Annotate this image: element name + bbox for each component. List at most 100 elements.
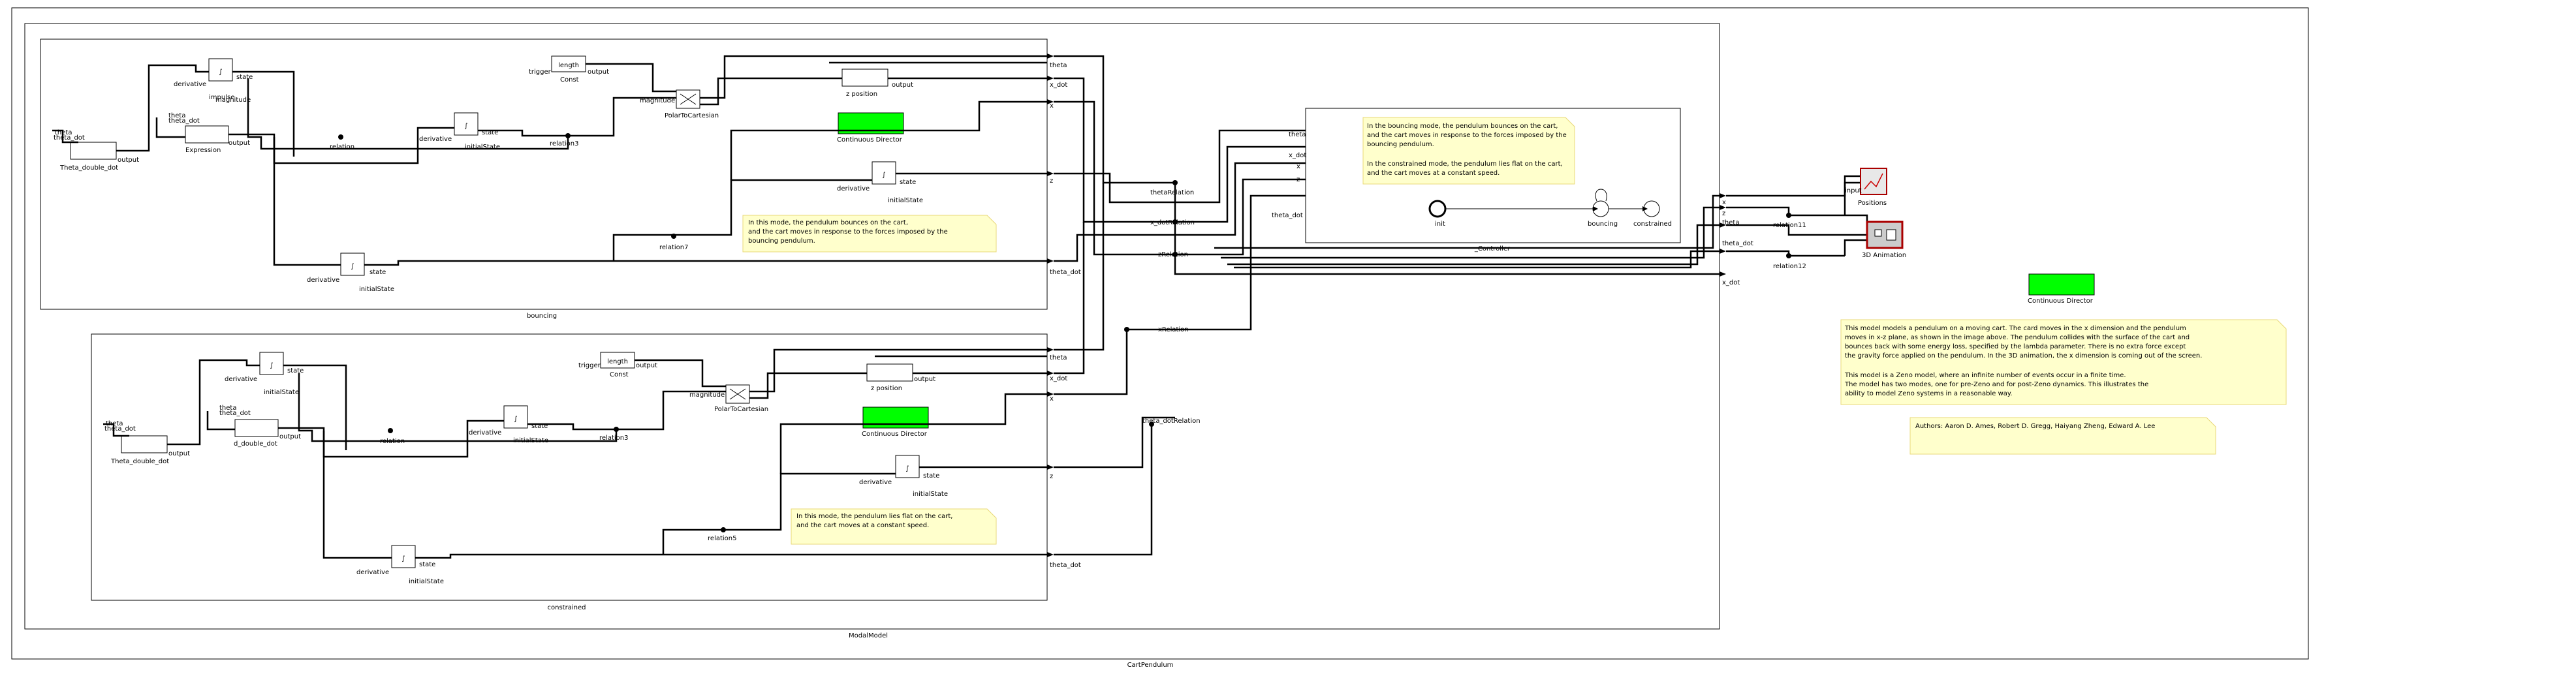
expression-actor[interactable]: [185, 125, 229, 144]
relation-dot: [1172, 180, 1178, 185]
positions-plotter-icon[interactable]: [1860, 168, 1887, 195]
initial-state-label: initialState: [359, 286, 394, 293]
init-state[interactable]: [1428, 200, 1447, 218]
constrained-refinement[interactable]: constrained theta theta_dot output Theta…: [91, 333, 1081, 611]
modal-model-frame: [24, 23, 1720, 630]
wire: [1054, 328, 1175, 395]
bouncing-output-theta-dot: theta_dot: [1050, 269, 1081, 276]
wire: [1054, 222, 1085, 375]
constrained-note-line-2: and the cart moves at a constant speed.: [796, 522, 929, 529]
wire: [1054, 100, 1175, 256]
controller-port-theta: theta: [1289, 131, 1306, 138]
const-output-label: output: [588, 69, 609, 76]
z-position-output-label: output: [892, 82, 913, 89]
z-position-label: z position: [871, 385, 902, 392]
wire: [1234, 250, 1723, 269]
relation-dot: [671, 234, 676, 239]
relation-dot: [1172, 219, 1178, 224]
output-port: [1047, 347, 1054, 352]
wire: [1726, 250, 1845, 257]
initial-state-label: initialState: [409, 578, 444, 585]
top-continuous-director-icon[interactable]: [2028, 273, 2095, 296]
polar-to-cartesian-label: PolarToCartesian: [665, 112, 719, 119]
initial-state-label: initialState: [913, 491, 948, 498]
description-line-2: moves in x-z plane, as shown in the imag…: [1845, 334, 2190, 341]
relation-dot: [614, 427, 619, 432]
controller-port-x: x: [1296, 163, 1300, 170]
integral-icon: ∫: [514, 416, 517, 423]
continuous-director-label: Continuous Director: [862, 431, 928, 438]
z-position-actor[interactable]: [866, 363, 913, 382]
bouncing-refinement[interactable]: bouncing theta theta_dot output Theta_do…: [40, 38, 1081, 320]
relation-label: relation: [330, 144, 354, 151]
integrator-box[interactable]: [391, 545, 416, 568]
relation-dot: [1786, 253, 1791, 258]
d-double-dot-port-theta-dot: theta_dot: [219, 410, 251, 417]
d-double-dot-label: d_double_dot: [234, 440, 277, 448]
expression-port-theta-dot: theta_dot: [168, 117, 200, 125]
theta-double-dot-port-label-2: theta_dot: [104, 425, 136, 433]
d-double-dot-output-label: output: [279, 433, 301, 440]
authors-annotation-note: [1909, 417, 2216, 455]
animation-shape-icon: [1874, 229, 1882, 237]
theta-double-dot-label: Theta_double_dot: [110, 458, 169, 465]
modal-output-ports: x z theta theta_dot x_dot: [1720, 193, 1753, 286]
theta-double-dot-port-label-2: theta_dot: [54, 134, 85, 142]
derivative-label: derivative: [419, 136, 452, 143]
d-double-dot-actor[interactable]: [234, 419, 279, 437]
output-port: [1720, 249, 1726, 254]
expression-output-label: output: [228, 140, 250, 147]
relation-dot: [1124, 327, 1129, 332]
magnitude-port-label: magnitude: [689, 391, 725, 399]
integrator-box[interactable]: [895, 455, 920, 478]
wire: [1175, 194, 1306, 331]
animation-3d-icon[interactable]: [1866, 221, 1904, 249]
const-value: length: [607, 358, 628, 365]
output-port: [1047, 391, 1054, 397]
derivative-label: derivative: [859, 479, 892, 486]
initial-state-label: initialState: [888, 197, 923, 204]
integrator-box[interactable]: [259, 352, 284, 375]
integrator-box[interactable]: [503, 405, 528, 429]
trigger-label: trigger: [529, 69, 552, 76]
z-relation-label: zRelation: [1158, 251, 1188, 258]
wire: [1214, 194, 1723, 249]
z-position-label: z position: [846, 91, 877, 98]
positions-input-label: input: [1845, 187, 1862, 194]
derivative-label: derivative: [469, 429, 501, 437]
modal-output-theta-dot: theta_dot: [1722, 240, 1753, 247]
wire: [206, 411, 235, 431]
initial-state-label: initialState: [264, 389, 299, 396]
z-position-actor[interactable]: [841, 69, 888, 87]
const-label: Const: [560, 76, 579, 84]
description-line-7: The model has two modes, one for pre-Zen…: [1844, 381, 2148, 388]
output-port: [1047, 99, 1054, 104]
integral-icon: ∫: [219, 69, 222, 76]
relation-dot: [1149, 421, 1154, 427]
wire: [116, 64, 209, 152]
integrator-box[interactable]: [208, 58, 233, 82]
integral-icon: ∫: [464, 123, 467, 130]
state-label: state: [419, 561, 435, 568]
state-label: state: [369, 269, 386, 276]
wire: [1054, 416, 1175, 468]
bouncing-note-line-1: In this mode, the pendulum bounces on th…: [748, 219, 908, 226]
integrator-box[interactable]: [454, 112, 479, 136]
wire: [635, 359, 726, 388]
const-actor[interactable]: [600, 352, 635, 369]
integral-icon: ∫: [351, 263, 354, 270]
controller[interactable]: _Controller theta x_dot x z theta_dot In…: [1272, 108, 1681, 253]
relation11-label: relation11: [1773, 222, 1806, 229]
wire: [586, 63, 676, 93]
modal-output-z: z: [1722, 210, 1725, 217]
theta-double-dot-actor[interactable]: [70, 142, 117, 160]
controller-annotation-note: [1362, 117, 1575, 185]
wire: [167, 359, 260, 446]
theta-double-dot-actor[interactable]: [121, 435, 168, 453]
controller-port-theta-dot: theta_dot: [1272, 212, 1303, 219]
wire: [1175, 162, 1306, 236]
derivative-label: derivative: [356, 569, 389, 576]
output-port: [1047, 371, 1054, 376]
expression-port-theta: theta: [168, 112, 185, 119]
